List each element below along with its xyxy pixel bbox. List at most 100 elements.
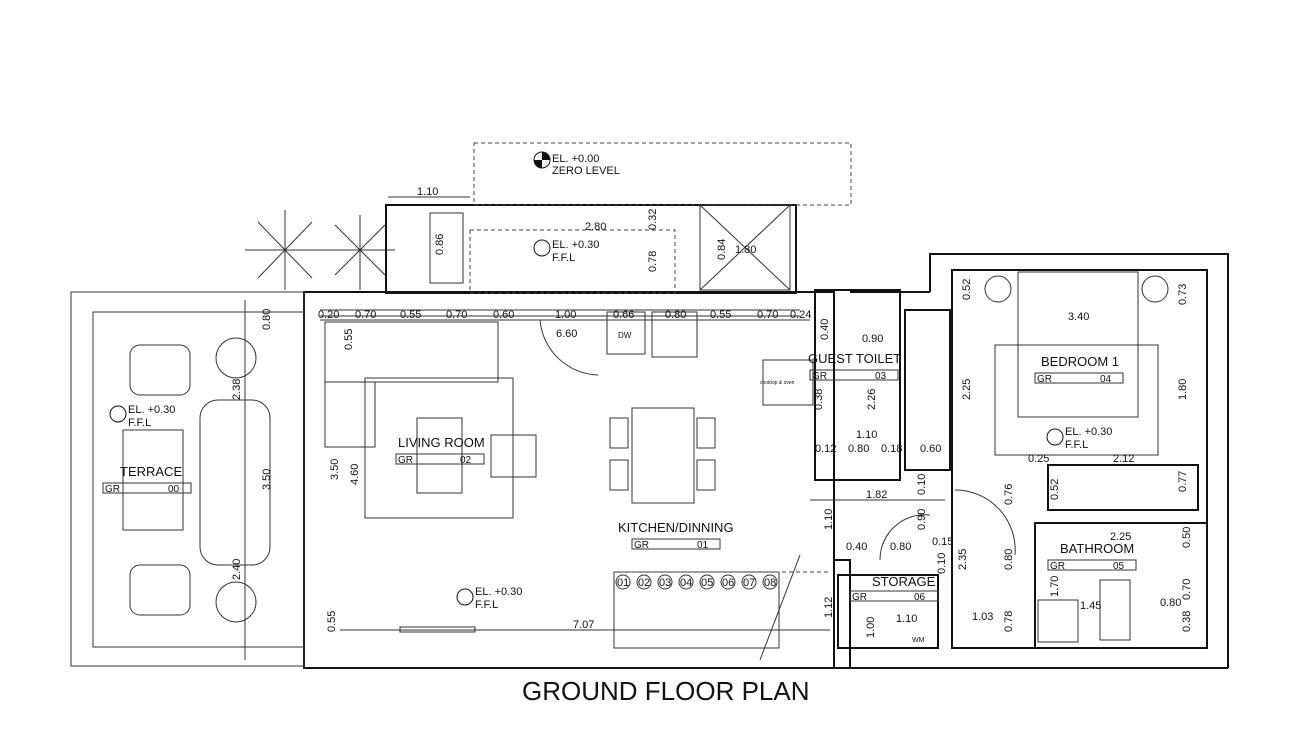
elevation-label: ZERO LEVEL [552,165,620,177]
svg-text:04: 04 [680,577,692,589]
furniture [129,271,1169,661]
svg-text:1.80: 1.80 [735,244,756,256]
svg-text:0.73: 0.73 [1177,284,1189,305]
svg-text:0.80: 0.80 [1003,549,1015,570]
plant-icon [245,210,395,290]
svg-text:0.18: 0.18 [881,443,902,455]
svg-text:0.90: 0.90 [862,333,883,345]
svg-text:TERRACE: TERRACE [120,464,182,479]
svg-text:0.55: 0.55 [400,309,421,321]
svg-text:0.52: 0.52 [961,279,973,300]
svg-text:0.38: 0.38 [813,389,825,410]
svg-text:0.52: 0.52 [1049,479,1061,500]
svg-text:1.00: 1.00 [555,309,576,321]
svg-text:3.50: 3.50 [261,469,273,490]
cooker-label: cooktop & oven [760,380,795,386]
svg-text:LIVING ROOM: LIVING ROOM [398,435,485,450]
svg-text:03: 03 [659,577,671,589]
svg-text:0.25: 0.25 [1028,453,1049,465]
svg-text:0.76: 0.76 [1003,484,1015,505]
elevation-marker-terrace: EL. +0.30 F.F.L [109,404,175,429]
svg-text:0.90: 0.90 [916,509,928,530]
svg-text:08: 08 [764,577,776,589]
dishwasher-label: DW [618,331,632,340]
svg-text:0.55: 0.55 [710,309,731,321]
svg-text:2.25: 2.25 [1110,531,1131,543]
svg-text:GR: GR [852,592,867,603]
svg-text:2.40: 2.40 [231,559,243,580]
svg-text:GR: GR [1037,374,1052,385]
elevation-value: EL. +0.00 [552,153,599,165]
svg-text:07: 07 [743,577,755,589]
svg-text:2.12: 2.12 [1113,453,1134,465]
svg-text:0.80: 0.80 [1160,597,1181,609]
svg-text:GR: GR [1050,561,1065,572]
svg-text:2.25: 2.25 [961,379,973,400]
svg-text:2.38: 2.38 [231,379,243,400]
walls [70,142,1229,669]
svg-text:1.10: 1.10 [823,509,835,530]
svg-text:0.40: 0.40 [819,319,831,340]
svg-text:1.00: 1.00 [865,617,877,638]
room-label-kitchen: KITCHEN/DINNING GR 01 [618,520,734,551]
svg-text:EL. +0.30: EL. +0.30 [475,586,522,598]
stair-step: 03 [657,574,673,590]
svg-text:05: 05 [1113,561,1125,572]
elevation-marker-zero: EL. +0.00 ZERO LEVEL [533,151,620,177]
svg-text:2.80: 2.80 [585,221,606,233]
svg-text:0.84: 0.84 [716,239,728,260]
svg-text:BEDROOM 1: BEDROOM 1 [1041,354,1119,369]
elevation-marker-living: EL. +0.30 F.F.L [456,586,522,611]
stair-step: 04 [678,574,694,590]
plan-title: GROUND FLOOR PLAN [522,676,810,706]
svg-text:0.50: 0.50 [1181,527,1193,548]
svg-text:0.10: 0.10 [916,474,928,495]
room-label-bathroom: BATHROOM GR 05 [1047,541,1137,572]
washing-machine-label: WM [912,637,925,644]
room-label-bedroom: BEDROOM 1 GR 04 [1034,354,1124,385]
room-label-storage: STORAGE GR 06 [849,574,939,603]
svg-text:0.15: 0.15 [932,536,953,548]
svg-text:GUEST TOILET: GUEST TOILET [808,351,901,366]
svg-text:0.80: 0.80 [848,443,869,455]
svg-text:02: 02 [460,455,472,466]
svg-text:6.60: 6.60 [556,328,577,340]
svg-text:0.66: 0.66 [613,309,634,321]
svg-text:0.80: 0.80 [665,309,686,321]
room-label-guest-toilet: GUEST TOILET GR 03 [808,351,901,382]
stair-step: 06 [720,574,736,590]
svg-text:7.07: 7.07 [573,619,594,631]
svg-text:01: 01 [617,577,629,589]
svg-text:06: 06 [722,577,734,589]
svg-text:1.10: 1.10 [896,613,917,625]
svg-text:00: 00 [168,484,180,495]
svg-text:1.70: 1.70 [1049,576,1061,597]
svg-text:0.80: 0.80 [261,309,273,330]
svg-text:BATHROOM: BATHROOM [1060,541,1134,556]
elevation-marker-porch: EL. +0.30 F.F.L [533,239,599,264]
stair-step: 05 [699,574,715,590]
svg-text:03: 03 [875,371,887,382]
svg-text:F.F.L: F.F.L [128,417,151,429]
svg-text:0.70: 0.70 [446,309,467,321]
svg-text:0.32: 0.32 [647,209,659,230]
svg-text:EL. +0.30: EL. +0.30 [552,239,599,251]
svg-text:02: 02 [638,577,650,589]
stair-step: 07 [741,574,757,590]
svg-text:0.70: 0.70 [757,309,778,321]
svg-text:0.55: 0.55 [343,329,355,350]
svg-text:2.35: 2.35 [957,549,969,570]
svg-text:0.40: 0.40 [846,541,867,553]
svg-text:2.26: 2.26 [866,389,878,410]
stair-steps: 01 02 03 04 05 06 07 08 [615,574,778,590]
svg-text:1.10: 1.10 [856,429,877,441]
svg-text:05: 05 [701,577,713,589]
elevation-marker-bedroom: EL. +0.30 F.F.L [1046,426,1112,451]
room-label-living: LIVING ROOM GR 02 [395,435,485,466]
svg-text:0.78: 0.78 [1003,611,1015,632]
svg-text:1.82: 1.82 [866,489,887,501]
dimensions: 0.20 0.70 0.55 0.70 0.60 1.00 0.66 0.80 … [231,186,1193,660]
svg-text:3.50: 3.50 [329,459,341,480]
svg-text:06: 06 [914,592,926,603]
